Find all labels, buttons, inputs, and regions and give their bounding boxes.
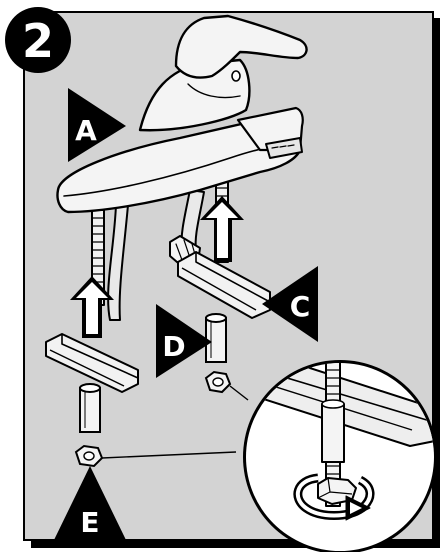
- handle-screw: [231, 70, 241, 82]
- label-e-text: E: [80, 506, 99, 539]
- label-d-text: D: [162, 330, 185, 363]
- mounting-bracket-left: [45, 333, 139, 393]
- zoom-leader-line-lower: [101, 451, 237, 459]
- hex-nut-right: [204, 370, 232, 394]
- lever-handle: [174, 14, 308, 79]
- label-e-marker: E: [54, 466, 126, 540]
- up-arrow-left: [70, 276, 114, 338]
- spacer-tube-d: [205, 313, 227, 363]
- label-a-text: A: [75, 114, 97, 147]
- label-c-text: C: [290, 290, 311, 323]
- label-d-marker: D: [156, 304, 212, 378]
- label-c-marker: C: [262, 266, 318, 342]
- zoom-spacer: [321, 403, 345, 463]
- step-badge: 2: [5, 7, 71, 73]
- zoom-leader-line-upper: [229, 385, 249, 401]
- spacer-tube-left: [79, 383, 101, 433]
- faucet-assembly: [56, 14, 308, 321]
- handle-body: [138, 58, 251, 132]
- aerator: [265, 137, 303, 159]
- left-supply-hose: [107, 204, 129, 321]
- hex-nut-left: [74, 444, 104, 468]
- label-a-marker: A: [68, 88, 126, 162]
- mounting-bracket-c: [177, 251, 271, 319]
- zoom-detail: [243, 360, 437, 552]
- up-arrow-right: [200, 196, 244, 262]
- faucet-base: [56, 120, 302, 214]
- step-number: 2: [22, 14, 54, 68]
